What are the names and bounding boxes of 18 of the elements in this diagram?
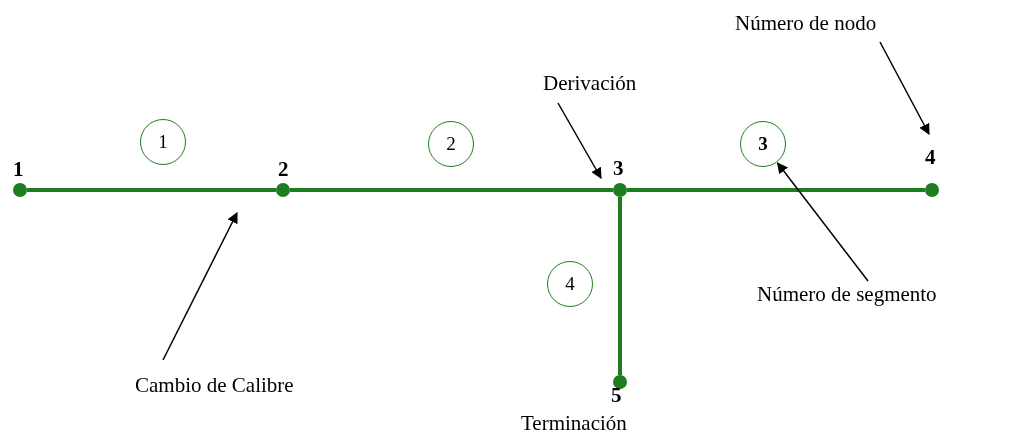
node-number: 3	[613, 157, 624, 179]
annotation-text: Número de nodo	[735, 10, 877, 36]
line-segment	[627, 188, 925, 192]
node-number: 4	[925, 146, 936, 168]
line-segment	[27, 188, 276, 192]
line-segment	[290, 188, 613, 192]
line-segment	[618, 197, 622, 375]
node-caption: Terminación	[521, 410, 627, 436]
annotation-text: Derivación	[543, 70, 637, 96]
leader-arrow	[776, 162, 869, 282]
node-number: 2	[278, 158, 289, 180]
annotation-text: Número de segmento	[757, 281, 937, 307]
node-number: 5	[611, 384, 622, 406]
node-number: 1	[13, 158, 24, 180]
leader-arrow	[879, 41, 930, 135]
annotation-text: Cambio de Calibre	[135, 372, 294, 398]
leader-arrow	[557, 102, 602, 179]
leader-arrow	[162, 212, 238, 361]
